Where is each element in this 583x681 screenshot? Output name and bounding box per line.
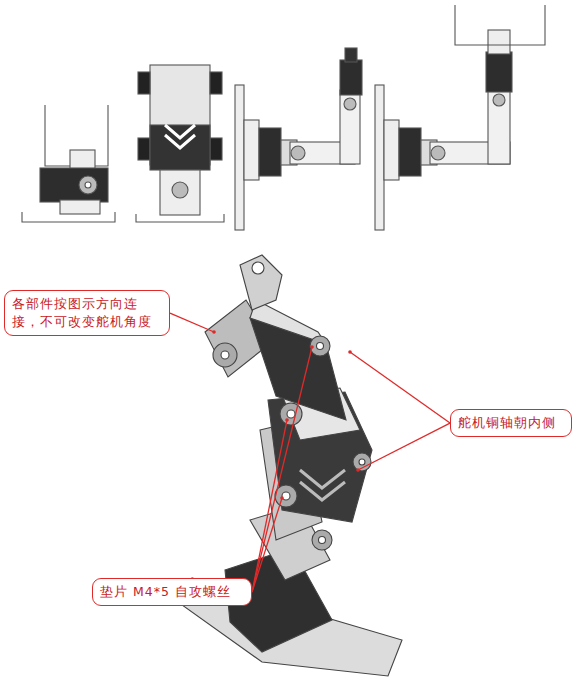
callout-text: 垫片 M4*5 自攻螺丝 (100, 583, 244, 601)
leader-dot (285, 418, 289, 422)
leader-line (350, 352, 450, 423)
leader-line (170, 313, 214, 332)
callout-text: 舵机铜轴朝内侧 (458, 414, 564, 432)
callout-box: 垫片 M4*5 自攻螺丝 (92, 578, 252, 606)
leader-dot (348, 350, 352, 354)
view-two (136, 65, 224, 222)
leader-dot (280, 496, 284, 500)
leader-line (252, 498, 282, 592)
callout-box: 舵机铜轴朝内侧 (450, 409, 572, 437)
leader-line (252, 347, 312, 592)
leader-dot (356, 468, 360, 472)
callout-box: 各部件按图示方向连接，不可改变舵机角度 (4, 290, 170, 336)
view-four (375, 5, 545, 230)
leader-line (252, 420, 287, 592)
leader-dot (310, 345, 314, 349)
leader-line (358, 423, 450, 470)
view-one (22, 105, 115, 222)
leader-dot (212, 330, 216, 334)
view-three (235, 48, 362, 230)
callout-text: 各部件按图示方向连接，不可改变舵机角度 (12, 295, 162, 331)
